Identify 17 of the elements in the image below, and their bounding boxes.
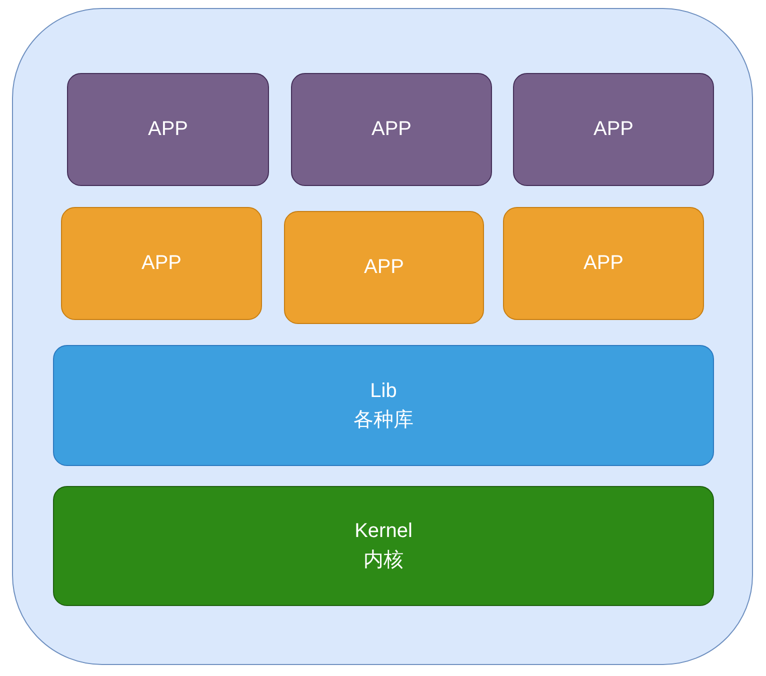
node-label: APP [141,251,182,276]
app-box [513,73,714,186]
app-box [284,211,484,324]
library-layer-box [53,345,714,466]
node-label: APP [583,251,624,276]
kernel-layer-box [53,486,714,606]
node-label: Kernel 内核 [354,519,412,573]
node-label: Lib 各种库 [354,378,414,432]
container-box [12,8,753,665]
app-box [291,73,492,186]
app-box [503,207,704,320]
node-label: APP [371,117,412,142]
node-label: APP [148,117,188,142]
app-box [61,207,262,320]
app-box [67,73,269,186]
node-label: APP [593,117,634,142]
node-label: APP [364,255,404,280]
